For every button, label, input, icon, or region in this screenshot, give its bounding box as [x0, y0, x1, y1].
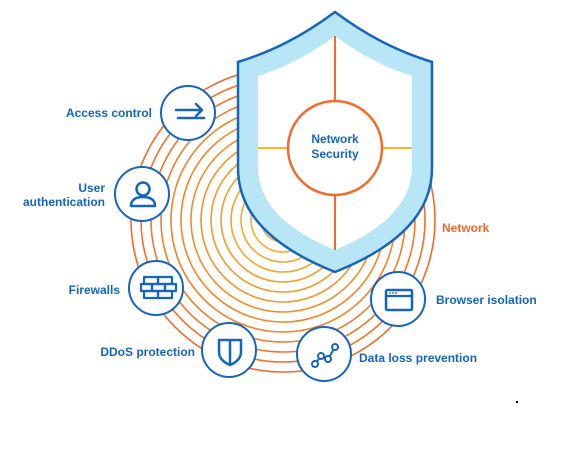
center-circle — [286, 99, 384, 197]
ddos-protection-label: DDoS protection — [100, 345, 195, 359]
user-authentication-label-line2: authentication — [22, 195, 105, 209]
access-control-badge — [160, 85, 216, 141]
browser-isolation-label: Browser isolation — [436, 293, 537, 307]
stray-dot — [516, 401, 518, 403]
ddos-protection-badge — [201, 322, 257, 378]
arrows-icon — [174, 102, 206, 120]
browser-window-icon — [384, 288, 414, 312]
user-authentication-label-line1: User — [78, 181, 105, 195]
user-authentication-badge — [114, 166, 170, 222]
data-loss-prevention-label: Data loss prevention — [359, 351, 478, 365]
firewalls-label: Firewalls — [68, 283, 120, 297]
network-label: Network — [442, 221, 490, 235]
browser-isolation-badge — [370, 271, 426, 327]
user-icon — [129, 181, 157, 208]
data-loss-prevention-badge — [296, 326, 352, 382]
access-control-label: Access control — [65, 106, 152, 120]
firewalls-badge — [128, 260, 184, 316]
center-label-line2: Security — [311, 147, 359, 161]
brick-wall-icon — [139, 275, 178, 300]
center-label: Network Security — [275, 132, 395, 162]
shield-icon — [217, 338, 243, 367]
user-authentication-label: User authentication — [10, 181, 105, 209]
center-label-line1: Network — [311, 132, 359, 146]
line-chart-icon — [311, 343, 339, 368]
